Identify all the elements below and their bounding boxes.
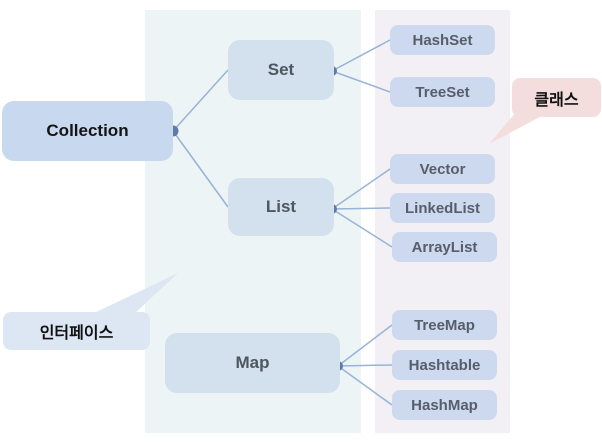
interface-callout-tail [88, 273, 178, 316]
node-map-label: Map [235, 353, 270, 372]
node-treemap: TreeMap [392, 310, 497, 340]
connector-list-linkedlist [331, 207, 391, 210]
connector-lines [172, 39, 393, 406]
class-callout-tail [489, 110, 553, 144]
class-callout: 클래스 [512, 78, 601, 117]
node-vector: Vector [390, 154, 495, 184]
node-collection-label: Collection [46, 121, 129, 140]
connector-list-arraylist [331, 208, 393, 248]
node-hashmap-label: HashMap [411, 396, 478, 414]
node-map: Map [165, 333, 340, 393]
connector-set-treeset [331, 70, 391, 93]
node-treeset-label: TreeSet [415, 83, 470, 101]
node-vector-label: Vector [419, 160, 466, 178]
node-hashset-label: HashSet [412, 31, 473, 49]
node-set-label: Set [267, 60, 295, 79]
interface-callout: 인터페이스 [3, 312, 150, 350]
node-linkedlist-label: LinkedList [404, 199, 480, 217]
node-list: List [228, 178, 334, 236]
node-hashset: HashSet [390, 25, 495, 55]
interface-callout-label: 인터페이스 [39, 325, 114, 342]
connector-set-hashset [331, 39, 391, 72]
node-linkedlist: LinkedList [390, 193, 495, 223]
node-arraylist: ArrayList [392, 232, 497, 262]
connector-collection-set [172, 69, 229, 132]
node-hashmap: HashMap [392, 390, 497, 420]
connector-map-hashmap [337, 365, 393, 406]
connector-map-hashtable [337, 364, 393, 367]
node-list-label: List [265, 197, 297, 216]
node-arraylist-label: ArrayList [411, 238, 478, 256]
connector-collection-list [172, 130, 229, 208]
connector-list-vector [331, 168, 391, 210]
node-treeset: TreeSet [390, 77, 495, 107]
class-callout-label: 클래스 [534, 91, 579, 109]
node-set: Set [228, 40, 334, 100]
node-hashtable: Hashtable [392, 350, 497, 380]
node-collection: Collection [2, 101, 173, 161]
node-hashtable-label: Hashtable [408, 356, 481, 374]
node-treemap-label: TreeMap [414, 316, 475, 334]
connector-map-treemap [337, 324, 393, 367]
